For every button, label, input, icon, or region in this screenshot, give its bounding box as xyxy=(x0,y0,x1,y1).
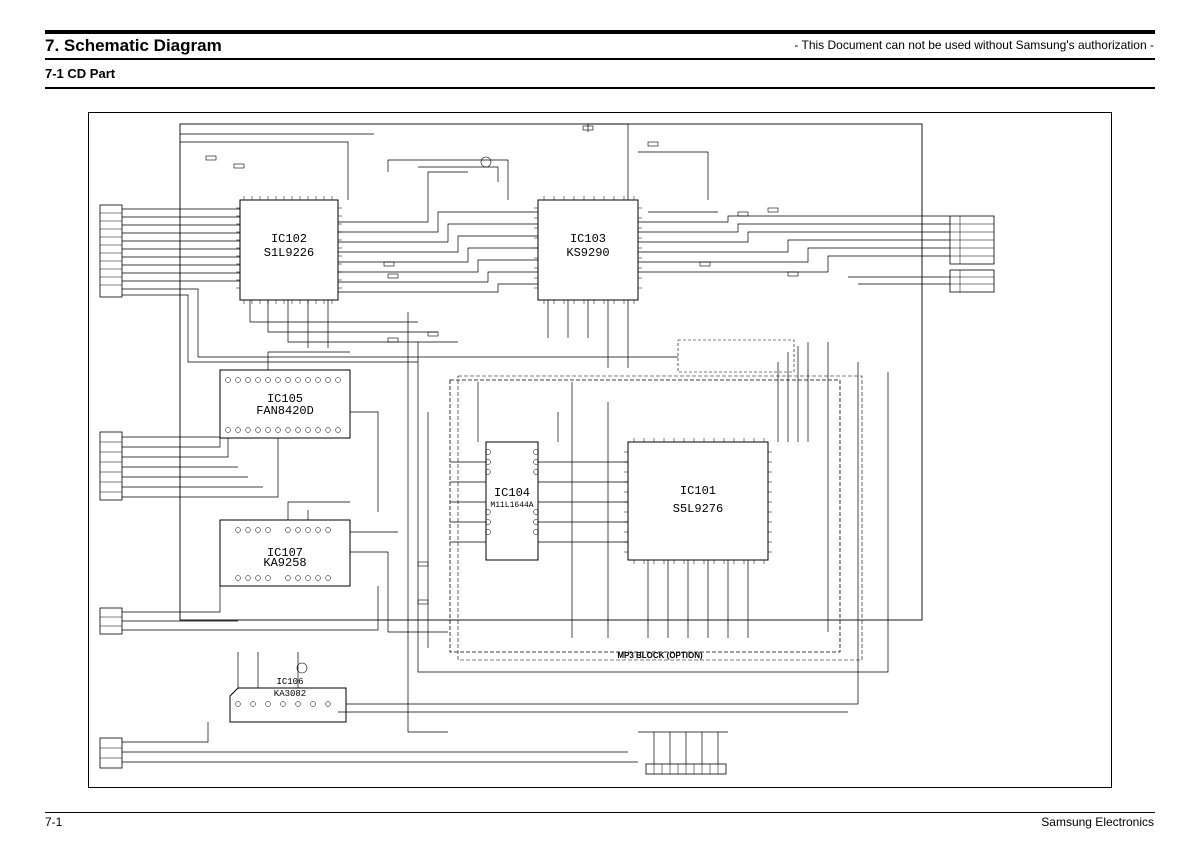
ic101-ref: IC101 xyxy=(680,484,716,498)
page-title: 7. Schematic Diagram xyxy=(45,36,222,55)
ic106-part: KA3082 xyxy=(274,689,306,699)
ic101-part: S5L9276 xyxy=(673,502,723,516)
page-number: 7-1 xyxy=(45,815,63,829)
ic103-ref: IC103 xyxy=(570,232,606,246)
footer-rule xyxy=(45,812,1155,813)
ic102-part: S1L9226 xyxy=(264,246,314,260)
section-rule xyxy=(45,87,1155,89)
ic105-part: FAN8420D xyxy=(256,404,314,418)
schematic-diagram: IC102 S1L9226 IC103 KS9290 IC105 FAN8420… xyxy=(99,123,995,775)
header-top-rule xyxy=(45,30,1155,34)
ic105-ref: IC105 xyxy=(267,392,303,406)
ic104-part: M11L1644A xyxy=(490,501,533,510)
authorization-notice: - This Document can not be used without … xyxy=(794,38,1154,52)
ic107-part: KA9258 xyxy=(263,556,306,570)
header-rule xyxy=(45,58,1155,60)
ic102-ref: IC102 xyxy=(271,232,307,246)
ic104-ref: IC104 xyxy=(494,486,530,500)
schematic-frame xyxy=(88,112,1112,788)
section-title: 7-1 CD Part xyxy=(45,66,116,81)
mp3-block-label: MP3 BLOCK (OPTION) xyxy=(617,651,703,660)
footer-brand: Samsung Electronics xyxy=(1041,815,1154,829)
ic107-ref: IC107 xyxy=(267,546,303,560)
ic103-part: KS9290 xyxy=(566,246,609,260)
ic106-ref: IC106 xyxy=(276,677,303,687)
